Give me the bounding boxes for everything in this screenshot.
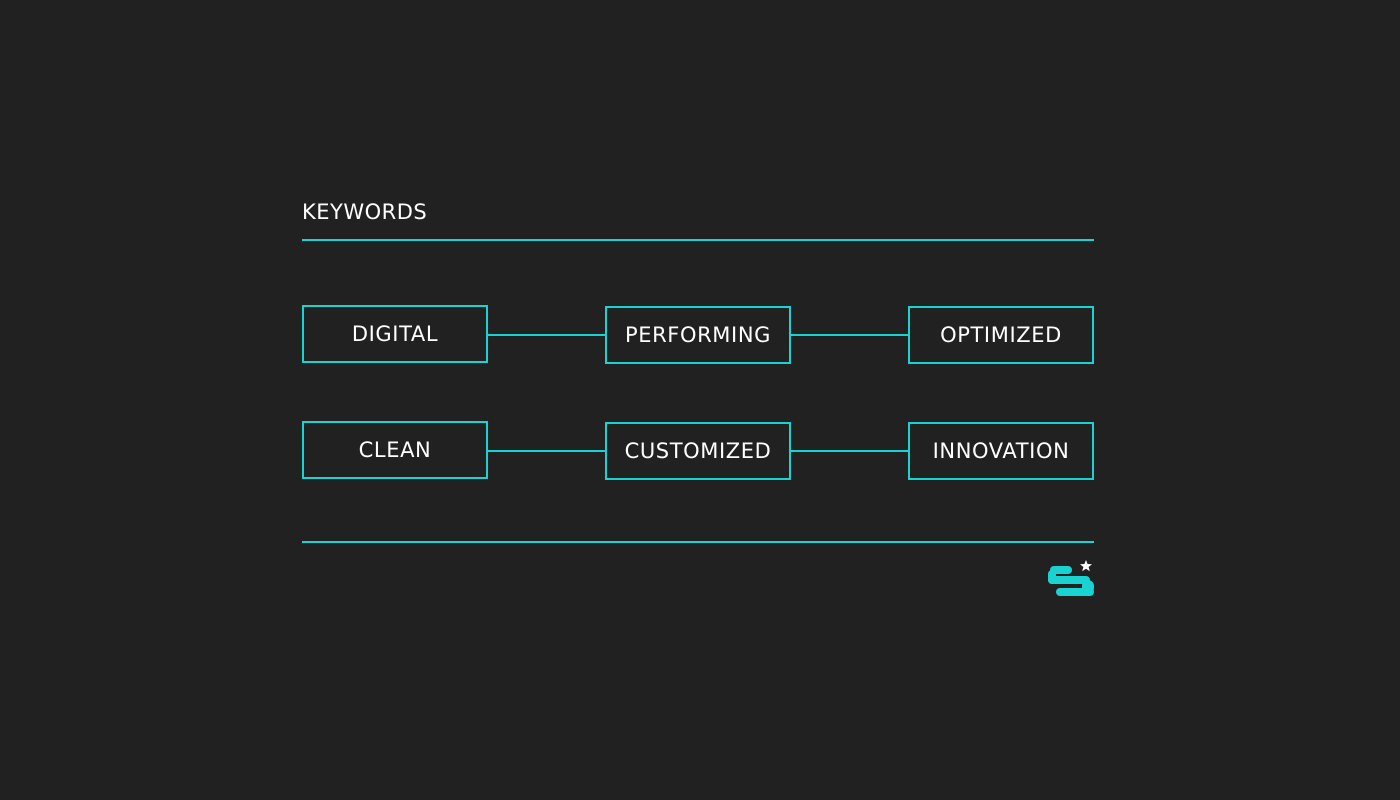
keyword-label: DIGITAL (351, 322, 439, 346)
connector-r1-b (790, 334, 910, 336)
keyword-box-digital: DIGITAL (302, 305, 488, 363)
keywords-heading: KEYWORDS (302, 200, 428, 224)
logo-star (1080, 560, 1092, 572)
keyword-label: CLEAN (358, 438, 432, 462)
connector-r1-a (487, 334, 607, 336)
bottom-divider (302, 541, 1094, 543)
keyword-box-performing: PERFORMING (605, 306, 791, 364)
keyword-label: INNOVATION (932, 439, 1070, 463)
keyword-box-innovation: INNOVATION (908, 422, 1094, 480)
connector-r2-a (487, 450, 607, 452)
s-star-logo-icon (1048, 560, 1094, 596)
keyword-box-customized: CUSTOMIZED (605, 422, 791, 480)
keyword-label: OPTIMIZED (940, 323, 1062, 347)
top-divider (302, 239, 1094, 241)
keyword-box-optimized: OPTIMIZED (908, 306, 1094, 364)
keyword-label: PERFORMING (624, 323, 772, 347)
logo-s-mark (1048, 566, 1094, 596)
connector-r2-b (790, 450, 910, 452)
keyword-box-clean: CLEAN (302, 421, 488, 479)
keyword-label: CUSTOMIZED (624, 439, 772, 463)
